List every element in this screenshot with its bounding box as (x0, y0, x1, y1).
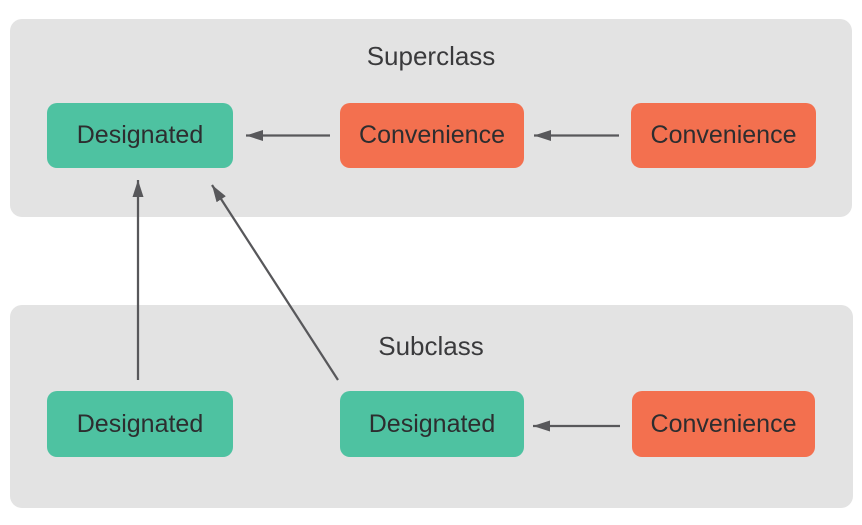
subclass-designated-label-1: Designated (76, 409, 204, 438)
superclass-convenience-box-2: Convenience (631, 103, 816, 168)
superclass-convenience-label-2: Convenience (650, 121, 797, 149)
subclass-convenience-box: Convenience (632, 391, 815, 457)
subclass-convenience-label: Convenience (650, 409, 797, 438)
superclass-title: Superclass (366, 41, 496, 71)
superclass-designated-label: Designated (76, 121, 204, 149)
superclass-convenience-label-1: Convenience (359, 121, 505, 149)
superclass-designated-box: Designated (47, 103, 233, 168)
subclass-designated-box-1: Designated (47, 391, 233, 457)
superclass-convenience-box-1: Convenience (340, 103, 524, 168)
subclass-designated-box-2: Designated (340, 391, 524, 457)
subclass-title: Subclass (378, 331, 484, 361)
subclass-designated-label-2: Designated (368, 409, 496, 438)
